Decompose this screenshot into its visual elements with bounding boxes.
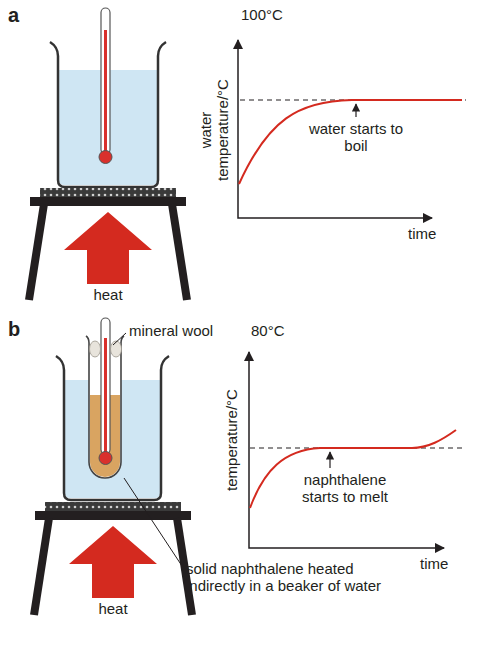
tripod-a: [29, 188, 187, 300]
axis-title: water temperature/°C: [197, 74, 232, 186]
axes: [238, 40, 432, 218]
leader-line: [113, 333, 126, 345]
tripod-top: [30, 197, 186, 206]
thermometer-bulb: [99, 452, 112, 465]
mineral-wool: [90, 341, 122, 357]
axis-value: 80°C: [251, 322, 285, 339]
test-tube: [86, 336, 124, 478]
leader-line: [124, 478, 182, 566]
beaker-b: [56, 318, 169, 500]
part-label: solid naphthalene heated indirectly in a…: [186, 560, 411, 595]
axis-value: 100°C: [241, 6, 283, 23]
heat-arrow: [64, 212, 152, 284]
panel-letter: a: [8, 4, 19, 27]
panel-letter: b: [8, 318, 20, 341]
thermometer: [101, 8, 110, 154]
gauze: [40, 188, 176, 197]
axes: [249, 352, 444, 548]
chart-a: [238, 40, 466, 218]
thermometer-bulb: [99, 151, 112, 164]
thermometer-column: [104, 30, 107, 155]
annotation: water starts to boil: [308, 120, 404, 155]
beaker-a: [50, 8, 166, 187]
annotation: naphthalene starts to melt: [291, 471, 399, 506]
axis-title: time: [420, 555, 448, 572]
part-label: mineral wool: [129, 322, 213, 339]
chart-b: [249, 352, 462, 548]
heat-label: heat: [83, 600, 143, 617]
tripod-leg: [34, 518, 49, 615]
temperature-curve: [250, 430, 456, 508]
axis-title: temperature/°C: [223, 370, 240, 510]
gauze: [45, 502, 181, 511]
tripod-leg: [172, 204, 187, 300]
heat-label: heat: [78, 286, 138, 303]
tripod-b: [34, 502, 192, 615]
water: [65, 380, 160, 498]
tripod-top: [35, 511, 191, 520]
temperature-curve: [239, 100, 462, 184]
heat-arrow: [69, 526, 157, 598]
pointer-arrow: [329, 452, 330, 468]
thermometer-column: [104, 338, 107, 456]
tripod-leg: [29, 204, 44, 300]
pointer-arrow: [355, 104, 356, 117]
axis-title: time: [408, 225, 436, 242]
